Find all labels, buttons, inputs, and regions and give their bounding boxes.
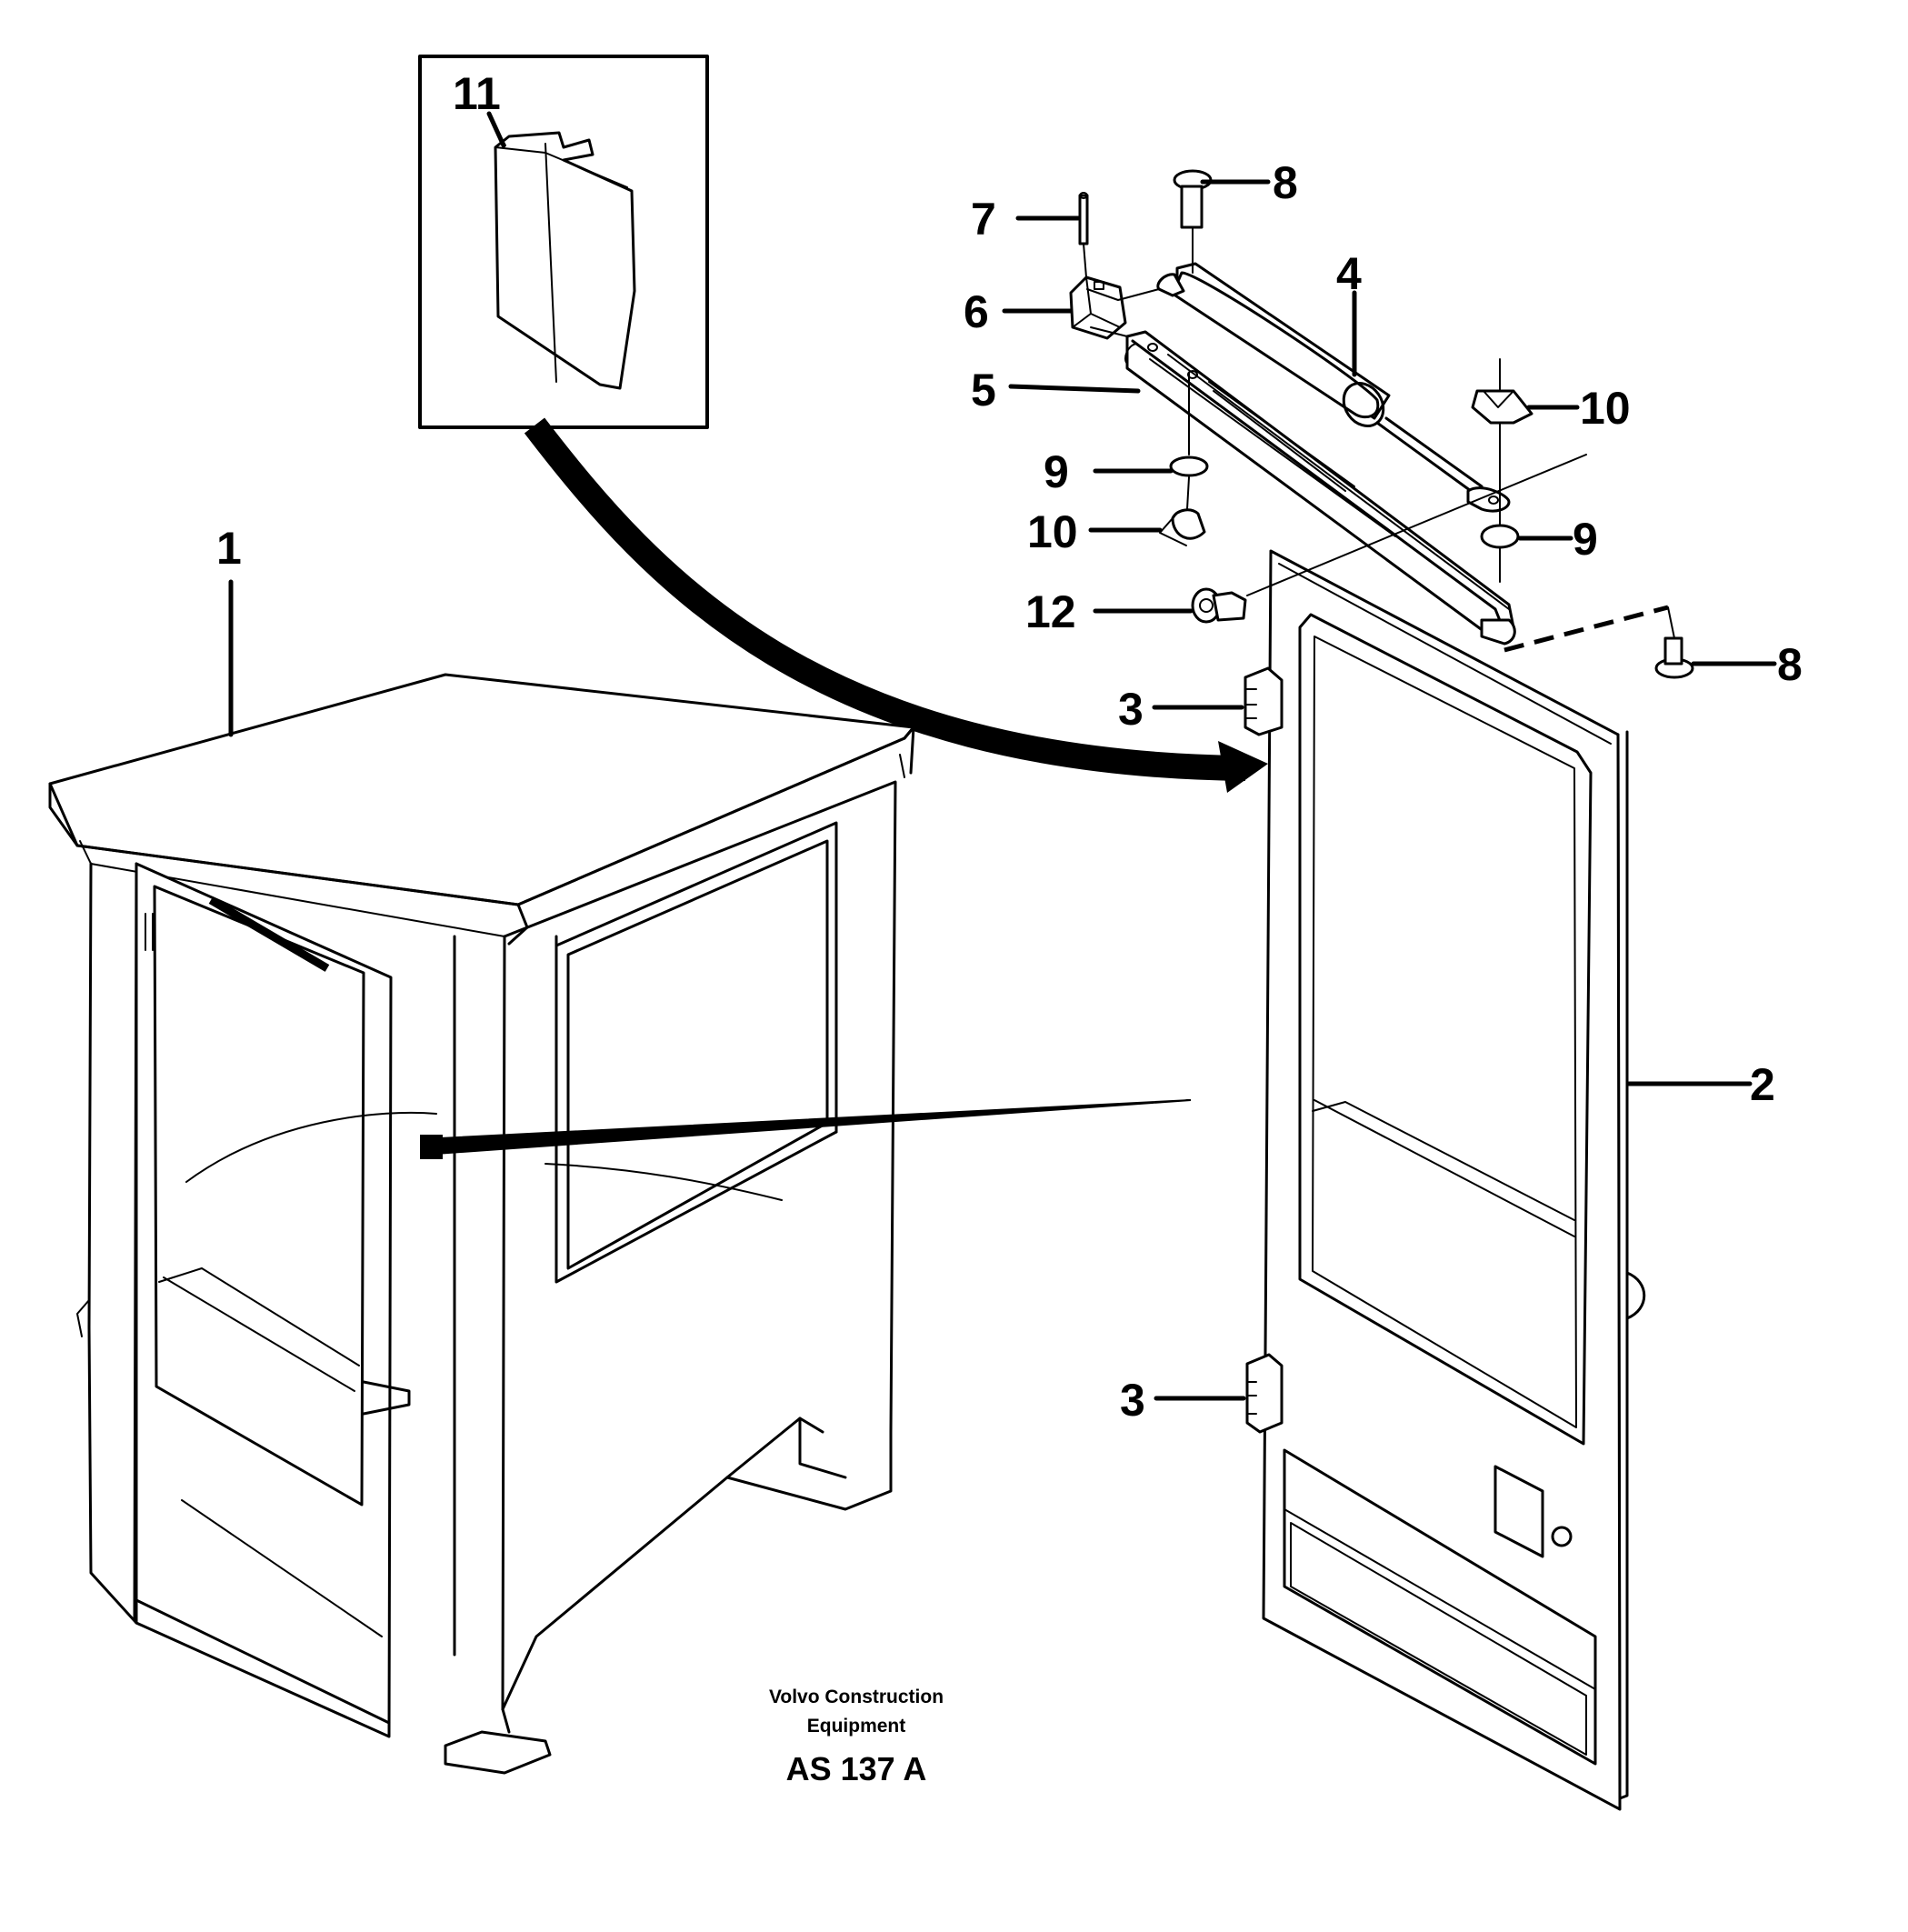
callout-8-right: 8: [1777, 639, 1803, 690]
drawing-code: AS 137 A: [786, 1750, 927, 1787]
strut-hardware: [1069, 169, 1694, 679]
cab-assembly: [48, 673, 915, 1775]
callout-10-left: 10: [1027, 506, 1078, 557]
drawing-caption: Volvo Construction Equipment AS 137 A: [769, 1687, 944, 1787]
door-assembly: [1244, 549, 1646, 1811]
callout-7: 7: [971, 194, 996, 245]
callout-11: 11: [453, 68, 501, 119]
caption-equipment: Equipment: [807, 1716, 906, 1737]
callout-3-bottom: 3: [1120, 1375, 1145, 1426]
callout-9-right: 9: [1573, 514, 1598, 565]
callout-5: 5: [971, 365, 996, 415]
callout-9-left: 9: [1044, 446, 1069, 497]
callout-10-right: 10: [1580, 383, 1631, 434]
callout-1: 1: [216, 523, 242, 574]
inset-detail-box: [418, 55, 709, 429]
callout-4: 4: [1336, 248, 1362, 299]
callout-3-top: 3: [1118, 684, 1144, 735]
callout-6: 6: [964, 286, 989, 337]
callout-8-top: 8: [1273, 157, 1298, 208]
callout-labels: 11 1 7 8 6 4 5 10 9 9 10 12 8 3 2 3: [216, 68, 1803, 1426]
callout-12: 12: [1025, 586, 1076, 637]
door-pointer-line: [420, 1099, 1192, 1159]
leader-lines: [228, 111, 1777, 1401]
transfer-arrow: [524, 417, 1268, 793]
caption-company: Volvo Construction: [769, 1687, 944, 1707]
callout-2: 2: [1750, 1059, 1775, 1110]
